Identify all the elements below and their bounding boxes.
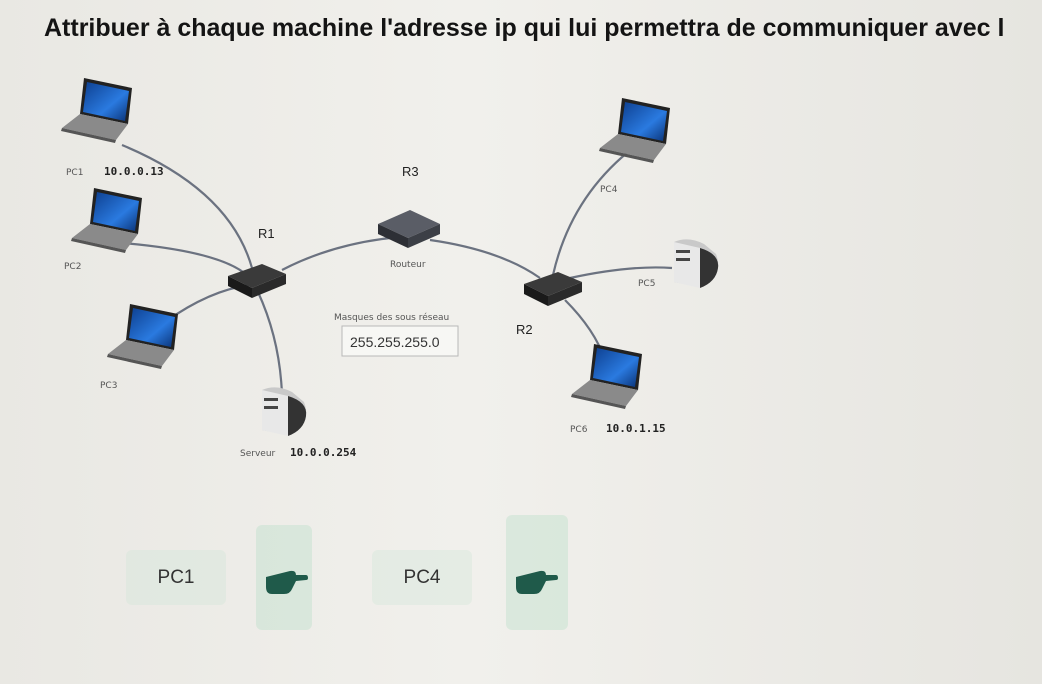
server-label: Serveur	[240, 449, 276, 459]
answer-area: PC1 PC4	[0, 515, 1042, 635]
answer-label-pc4-text: PC4	[403, 567, 441, 588]
mask-title: Masques des sous réseau	[334, 312, 449, 323]
server-icon	[262, 387, 307, 436]
pc6-label: PC6	[570, 425, 588, 435]
server-ip: 10.0.0.254	[290, 446, 357, 459]
pc5-label: PC5	[638, 279, 655, 289]
r2-label: R2	[516, 322, 533, 337]
answer-label-pc4: PC4	[372, 550, 472, 605]
cables	[109, 143, 673, 396]
mask-box	[341, 325, 459, 357]
router-r3	[378, 210, 440, 248]
pc6-ip: 10.0.1.15	[606, 422, 666, 435]
pc2-label: PC2	[64, 262, 81, 272]
pc3-label: PC3	[100, 381, 117, 391]
answer-label-pc1: PC1	[126, 550, 226, 605]
server-pc5-icon	[674, 239, 719, 288]
laptop-pc6	[571, 344, 642, 409]
pointing-hand-icon[interactable]	[512, 567, 560, 597]
pc1-ip: 10.0.0.13	[104, 165, 164, 178]
pointing-hand-icon[interactable]	[262, 567, 310, 597]
question-title: Attribuer à chaque machine l'adresse ip …	[44, 14, 1005, 42]
pc4-label: PC4	[600, 185, 618, 195]
mask-value: 255.255.255.0	[350, 334, 440, 350]
r3-label: R3	[402, 164, 419, 179]
answer-label-pc1-text: PC1	[157, 567, 195, 588]
router-label: Routeur	[390, 260, 426, 270]
r1-label: R1	[258, 226, 275, 241]
laptop-pc1	[61, 78, 132, 143]
laptop-pc3	[107, 304, 178, 369]
laptop-pc4	[599, 98, 670, 163]
pc1-label: PC1	[66, 168, 83, 178]
